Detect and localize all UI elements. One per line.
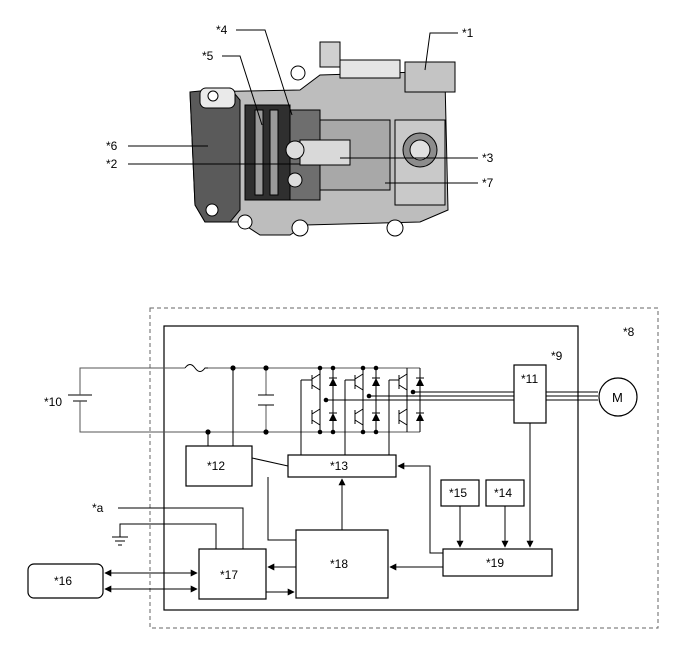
motor-label: M [612,390,623,405]
signal-wires [104,423,534,596]
callout-3: *3 [482,151,494,165]
callout-6: *6 [106,139,118,153]
block-15-label: *15 [449,486,467,500]
phase-outputs [326,391,598,401]
fuse-icon [184,364,208,372]
inverter-boundary [163,325,579,611]
block-14-label: *14 [494,486,512,500]
capacitor-icon [258,394,274,406]
block-11-label: *11 [521,372,538,386]
callout-5: *5 [202,49,214,63]
callout-a: *a [92,501,104,515]
block-12 [185,445,253,487]
block-18 [295,529,389,599]
block-12-label: *12 [207,459,225,473]
callout-leaders [128,29,478,184]
block-13-label: *13 [330,459,348,473]
motor-icon: M [598,377,638,417]
block-18-label: *18 [330,557,348,571]
battery-icon [68,388,92,408]
block-11 [513,364,547,424]
junction-dots [205,365,269,435]
outer-boundary [149,307,659,629]
callout-2: *2 [106,157,118,171]
compressor-illustration [189,41,456,237]
callout-7: *7 [482,176,494,190]
callout-4: *4 [216,23,228,37]
block-16-label: *16 [54,574,72,588]
callout-10: *10 [44,395,62,409]
block-17 [198,548,267,600]
block-19 [442,548,553,577]
dc-bus [79,367,420,433]
block-16 [27,563,104,599]
igbt-bridge [300,365,424,455]
block-14 [485,479,525,507]
callout-1: *1 [462,26,474,40]
callout-9: *9 [551,349,563,363]
ground-icon [112,536,128,546]
block-17-label: *17 [220,568,238,582]
callout-8: *8 [623,325,635,339]
block-19-label: *19 [486,556,504,570]
